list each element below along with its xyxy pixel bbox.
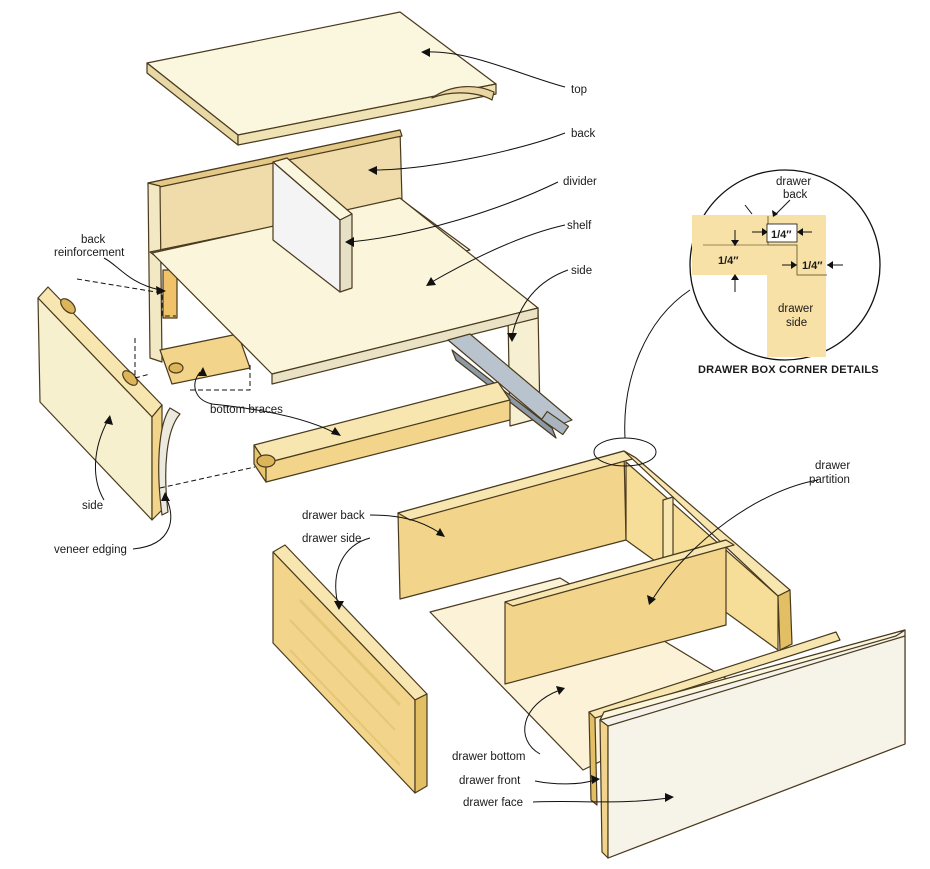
divider-edge: [339, 213, 353, 293]
left-side-pocket-front: [122, 370, 138, 386]
label-drawer-side: drawer side: [302, 533, 361, 545]
detail-dim-c: 1/4″: [802, 260, 823, 272]
label-drawer-back: drawer back: [302, 510, 365, 522]
detail-drawer-back-label-1: drawer: [776, 176, 811, 188]
left-side-panel-main: [37, 297, 153, 521]
arrowheads: [104, 48, 674, 802]
left-side-panel: [37, 286, 181, 521]
label-back-reinforcement-1: back: [81, 234, 106, 246]
leader-lines: [95, 51, 819, 803]
labels: top back divider shelf side back reinfor…: [54, 84, 850, 809]
drawer-face-front: [607, 635, 906, 859]
corner-detail-inset: 1/4″ 1/4″ 1/4″ drawer back drawer side D…: [689, 169, 881, 376]
corner-detail-connector: [624, 289, 691, 439]
label-back-reinforcement-2: reinforcement: [54, 247, 125, 259]
drawer-box-partition-top: [662, 496, 674, 564]
top-panel-side-edge: [237, 83, 497, 146]
bottom-brace-front: [253, 381, 511, 483]
label-drawer-face: drawer face: [463, 797, 523, 809]
veneer-edging-strip: [158, 407, 181, 516]
label-shelf: shelf: [567, 220, 592, 232]
bottom-brace-front-pocket: [256, 454, 276, 468]
detail-dim-a: 1/4″: [771, 229, 792, 241]
label-side-right: side: [571, 265, 592, 277]
bottom-brace-rear-pocket: [168, 362, 184, 374]
carcass-left-side: [147, 182, 163, 363]
top-panel-face: [146, 11, 497, 136]
label-back: back: [571, 128, 596, 140]
detail-caption: DRAWER BOX CORNER DETAILS: [698, 364, 879, 376]
label-drawer-front: drawer front: [459, 775, 521, 787]
detail-drawer-back-label-2: back: [783, 189, 808, 201]
drawer-side-loose: [272, 544, 428, 794]
carcass: [147, 129, 573, 439]
label-divider: divider: [563, 176, 597, 188]
detail-drawer-side-label-1: drawer: [778, 303, 813, 315]
assembly-dashed-lines: [76, 278, 256, 489]
label-veneer-edging: veneer edging: [54, 544, 127, 556]
top-veneer-curl: [431, 86, 495, 101]
drawer-partition-top: [504, 539, 735, 607]
back-reinforcement-piece: [162, 269, 178, 319]
left-side-pocket-top: [60, 298, 76, 314]
label-top: top: [571, 84, 587, 96]
drawer-box-right-side-end: [777, 589, 793, 651]
drawer-box: [397, 450, 906, 859]
label-drawer-partition-2: partition: [809, 474, 850, 486]
drawer-box-back: [397, 450, 627, 600]
label-drawer-partition-1: drawer: [815, 460, 850, 472]
detail-drawer-side-label-2: side: [786, 317, 807, 329]
drawer-face-top: [599, 629, 906, 721]
label-bottom-braces: bottom braces: [210, 404, 283, 416]
top-panel: [146, 11, 497, 146]
label-side-left: side: [82, 500, 103, 512]
drawer-face-side: [599, 719, 609, 859]
shelf-front-edge: [271, 307, 539, 385]
detail-dim-b: 1/4″: [718, 255, 739, 267]
label-drawer-bottom: drawer bottom: [452, 751, 526, 763]
bottom-brace-rear: [159, 333, 251, 385]
detail-drawer-side: [767, 275, 826, 357]
